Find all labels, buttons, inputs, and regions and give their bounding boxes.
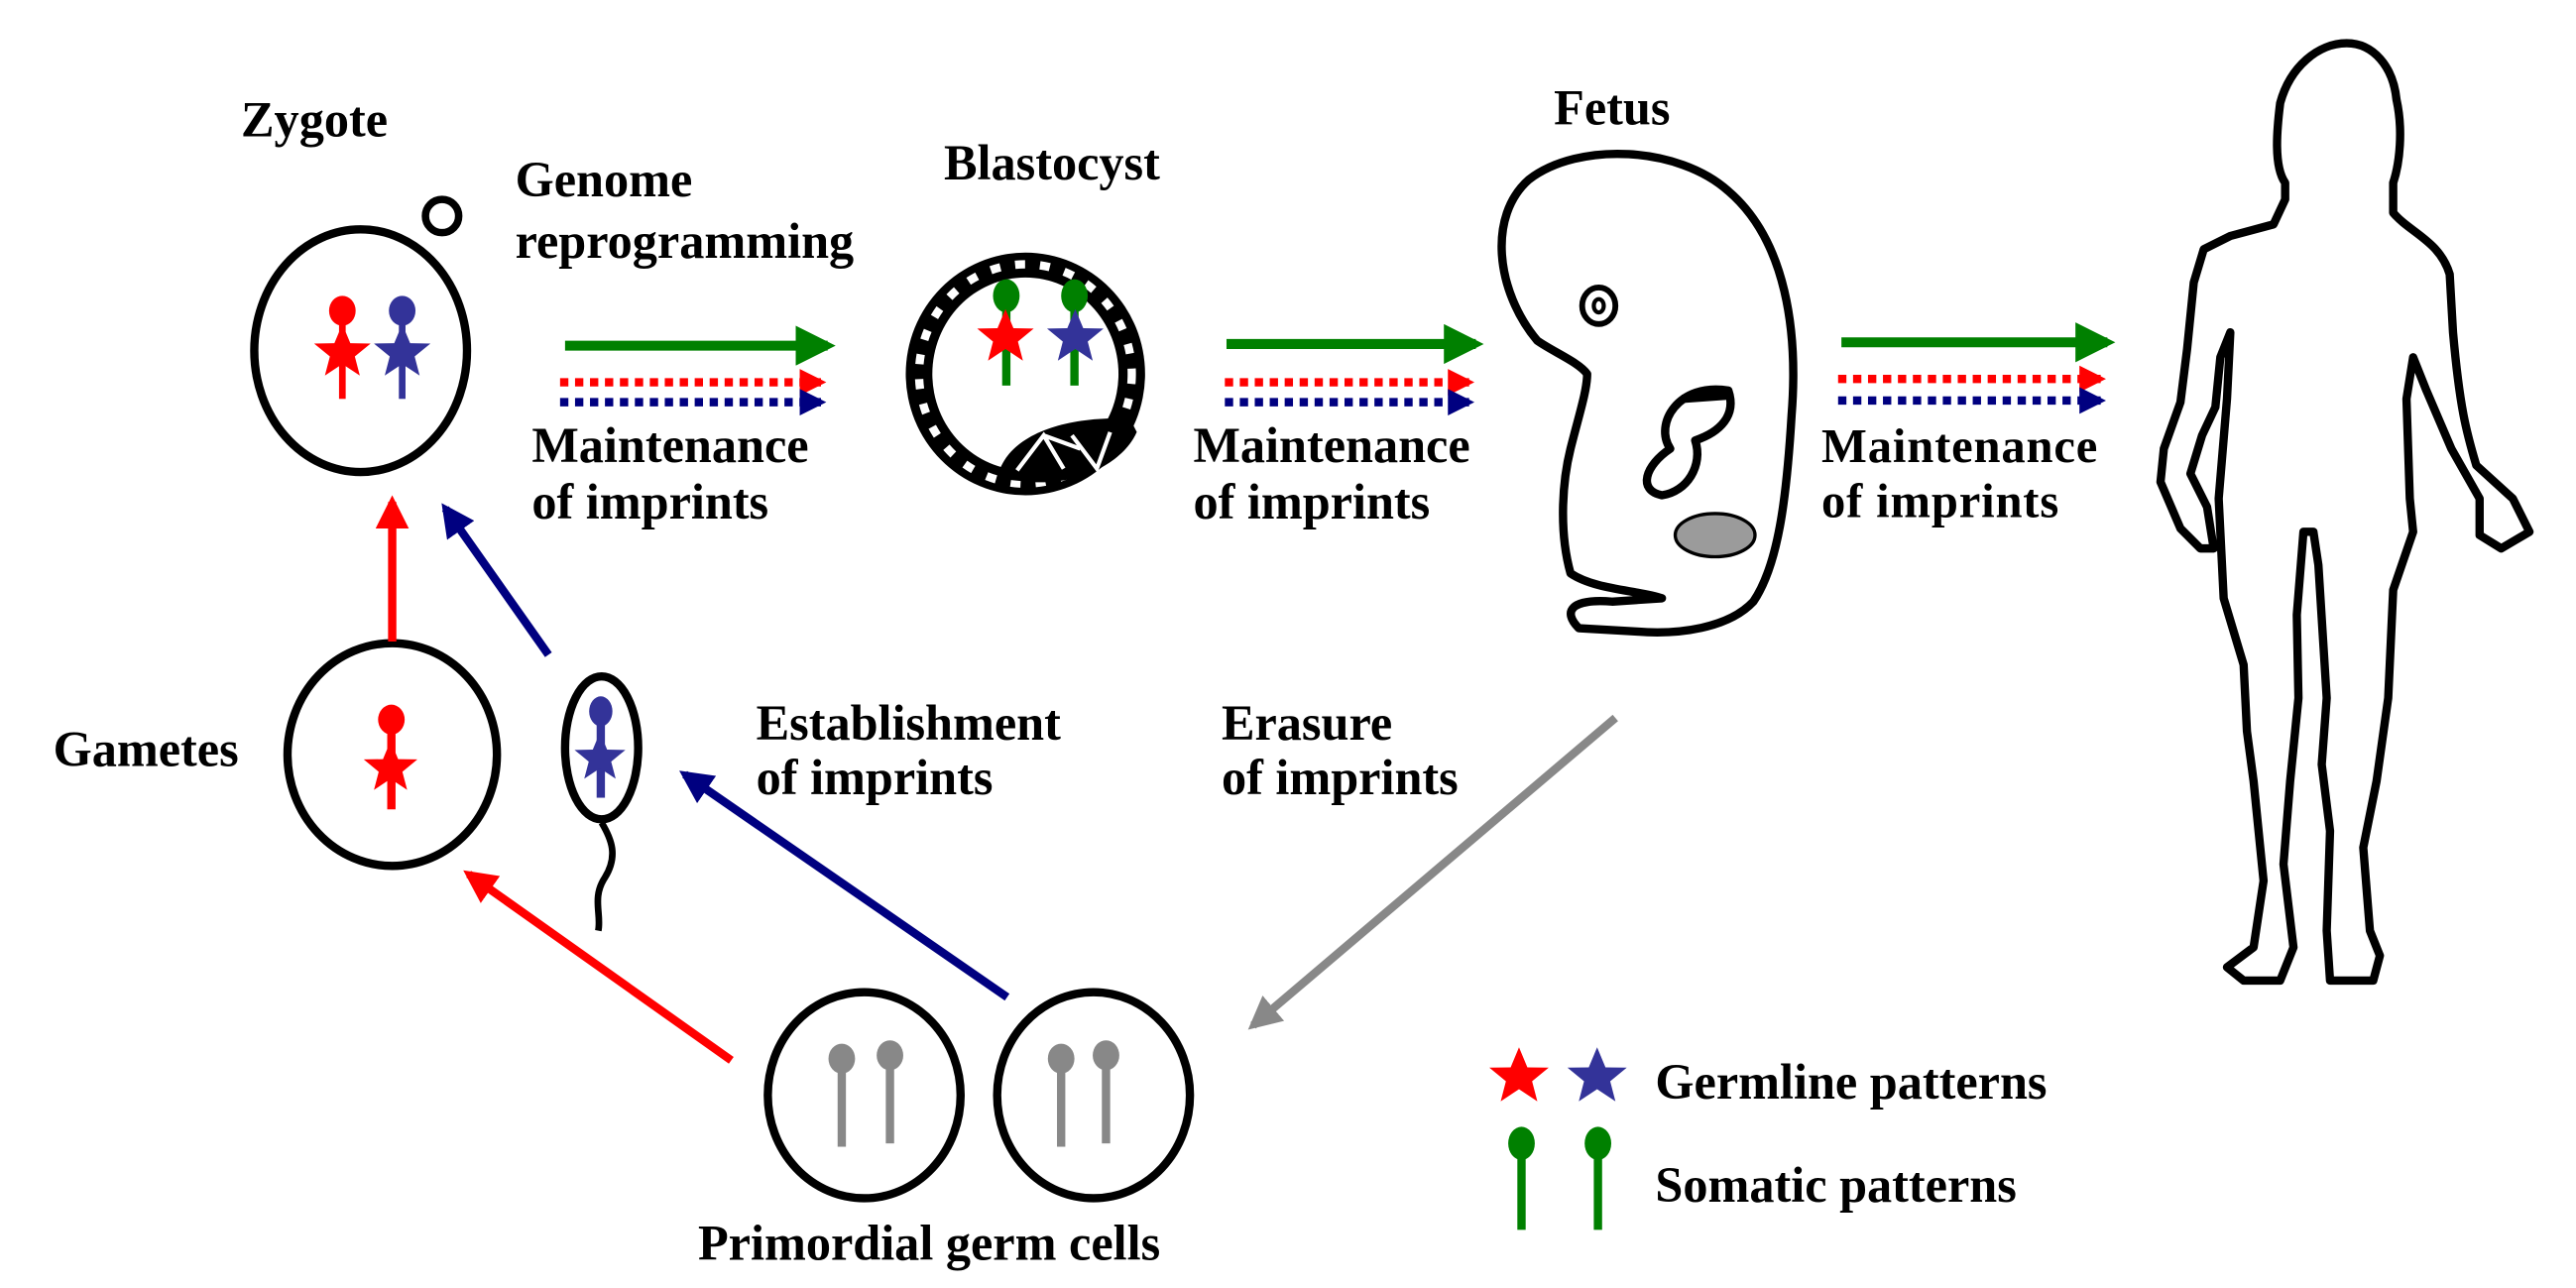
maternal-somatic-marker — [977, 279, 1034, 386]
fetus-drawing — [1497, 149, 1798, 637]
polar-body — [421, 195, 463, 237]
sperm-to-zygote-arrow — [441, 503, 552, 657]
legend-somatic-label: Somatic patterns — [1655, 1157, 2016, 1213]
legend-red-star-icon — [1489, 1047, 1549, 1102]
blastocyst-label: Blastocyst — [944, 135, 1160, 190]
pgc-to-oocyte-arrow — [463, 870, 734, 1064]
pgc-to-sperm-arrow — [679, 770, 1010, 1001]
fetus-to-pgc-arrow — [1247, 714, 1618, 1030]
gametes-label: Gametes — [54, 722, 239, 777]
paternal-germline-marker — [374, 295, 431, 400]
pgc-cell-2 — [993, 988, 1195, 1203]
erasure-label: Erasure of imprints — [1222, 695, 1459, 805]
maintenance-label-3: Maintenance of imprints — [1821, 419, 2111, 527]
maintenance-arrows-1 — [559, 325, 836, 416]
fetus-label: Fetus — [1554, 80, 1670, 136]
zygote-label: Zygote — [241, 91, 388, 147]
adult-human-silhouette — [2156, 39, 2534, 986]
legend: Germline patterns Somatic patterns — [1489, 1047, 2047, 1230]
maintenance-arrows-3 — [1837, 322, 2116, 414]
maintenance-arrows-2 — [1225, 323, 1484, 416]
pgc-cell-1 — [763, 988, 965, 1203]
legend-somatic-icon — [1508, 1126, 1612, 1230]
establishment-label: Establishment of imprints — [757, 695, 1074, 805]
blastocyst-cell — [905, 252, 1145, 496]
sperm — [560, 671, 643, 932]
oocyte — [283, 639, 502, 871]
genome-reprogramming-label: Genome reprogramming — [516, 152, 855, 269]
pgc-label: Primordial germ cells — [698, 1216, 1160, 1271]
maternal-germline-marker — [313, 295, 371, 400]
legend-germline-label: Germline patterns — [1655, 1054, 2047, 1110]
paternal-somatic-marker — [1046, 279, 1104, 386]
maintenance-label-1: Maintenance of imprints — [531, 417, 821, 529]
legend-blue-star-icon — [1567, 1047, 1627, 1102]
zygote-cell — [250, 195, 472, 477]
maintenance-label-2: Maintenance of imprints — [1193, 417, 1482, 529]
